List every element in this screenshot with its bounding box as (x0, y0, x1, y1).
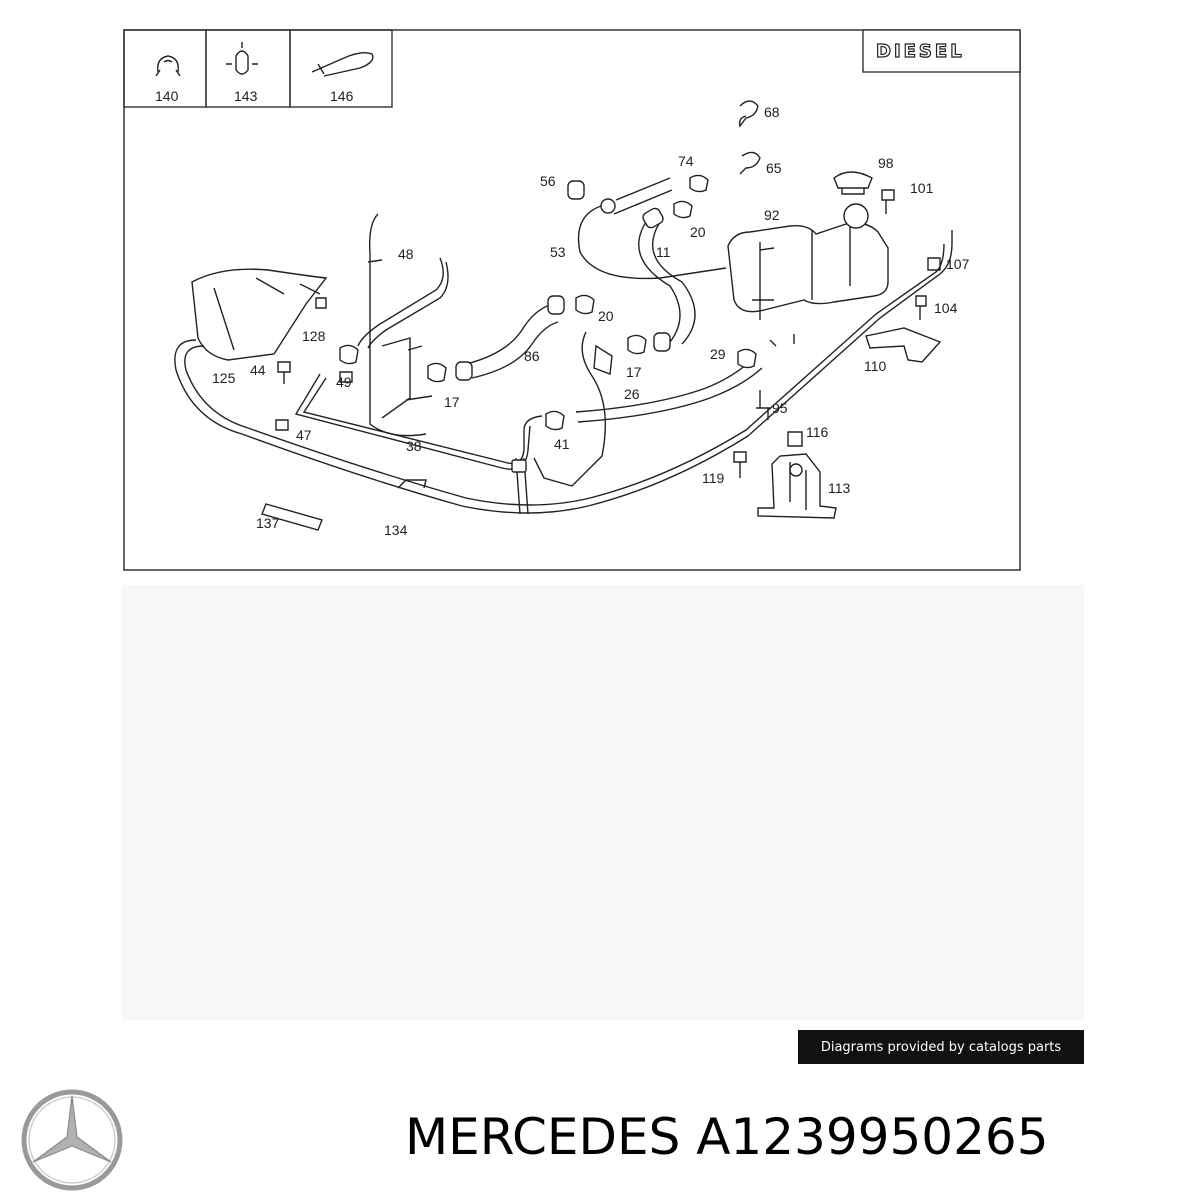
hose-clamp-icon (155, 55, 181, 77)
callout-107: 107 (946, 256, 970, 272)
callout-49: 49 (336, 374, 352, 390)
callout-17-left: 17 (444, 394, 460, 410)
callout-98: 98 (878, 155, 894, 171)
diesel-badge: DIESEL (862, 29, 1021, 73)
callout-128: 128 (302, 328, 326, 344)
callout-134: 134 (384, 522, 408, 538)
callout-56: 56 (540, 173, 556, 189)
callout-101: 101 (910, 180, 934, 196)
callout-95: 95 (772, 400, 788, 416)
callout-20-mid: 20 (598, 308, 614, 324)
callout-116: 116 (806, 424, 829, 440)
mercedes-star-logo (21, 1089, 123, 1191)
callout-17-right: 17 (626, 364, 642, 380)
callout-113: 113 (828, 480, 851, 496)
callout-48: 48 (398, 246, 414, 262)
callouts: 68 74 65 56 98 101 20 92 53 11 107 48 20… (212, 104, 970, 538)
diagram-shadow (122, 585, 1084, 1020)
callout-20-top: 20 (690, 224, 706, 240)
parts-diagram: 140 143 146 DIESEL (122, 29, 1084, 1020)
legend: 140 143 146 (123, 29, 393, 108)
callout-92: 92 (764, 207, 780, 223)
callout-68: 68 (764, 104, 780, 120)
callout-44: 44 (250, 362, 266, 378)
legend-label-143: 143 (234, 88, 258, 104)
callout-53: 53 (550, 244, 566, 260)
callout-38: 38 (406, 438, 422, 454)
parts-line-art (174, 100, 953, 531)
pipe-clip-icon (226, 42, 258, 75)
diagram-credit-banner: Diagrams provided by catalogs parts (798, 1030, 1084, 1064)
svg-text:DIESEL: DIESEL (876, 41, 965, 62)
callout-137: 137 (256, 515, 280, 531)
legend-label-140: 140 (155, 88, 179, 104)
legend-label-146: 146 (330, 88, 354, 104)
callout-29: 29 (710, 346, 726, 362)
callout-119: 119 (702, 470, 725, 486)
callout-41: 41 (554, 436, 570, 452)
cable-tie-icon (311, 51, 374, 77)
callout-74: 74 (678, 153, 694, 169)
callout-110: 110 (864, 358, 887, 374)
part-title: MERCEDES A1239950265 (405, 1108, 1049, 1166)
callout-104: 104 (934, 300, 958, 316)
callout-26: 26 (624, 386, 640, 402)
callout-125: 125 (212, 370, 236, 386)
callout-11: 11 (656, 244, 671, 260)
callout-47: 47 (296, 427, 312, 443)
callout-86: 86 (524, 348, 540, 364)
callout-65: 65 (766, 160, 782, 176)
